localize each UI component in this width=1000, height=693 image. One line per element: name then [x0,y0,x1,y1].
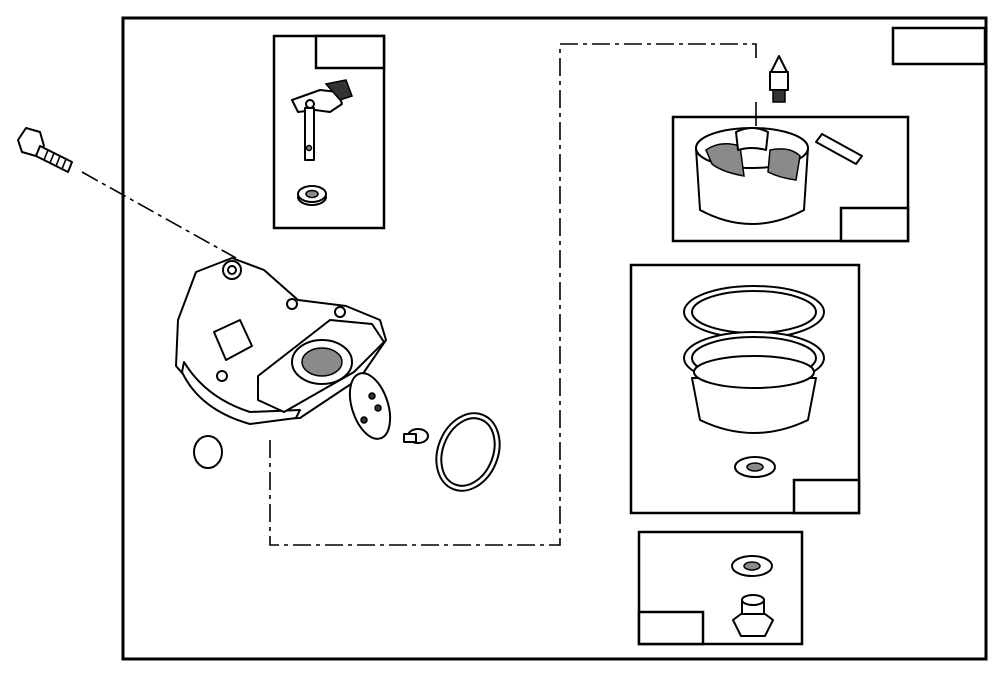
pin-104-icon [815,133,863,165]
float-lever-icon [291,79,353,161]
gasket-617-icon [435,412,501,492]
kit-131-number-box [314,34,386,70]
diaphragm-130-icon [348,372,392,440]
assembly-number-box [891,26,987,66]
washer-634-icon [297,185,327,206]
plug-127-icon [193,435,223,469]
washer-116-icon [734,456,776,478]
kit-133-number-box [839,206,910,243]
kit-955 [637,530,804,646]
kit-133 [671,115,910,243]
kit-975-frame [629,263,861,515]
kit-955-frame [637,530,804,646]
float-bowl-float-icon [695,127,809,225]
assembly-frame [121,16,988,661]
kit-975-number-box [792,478,861,515]
needle-134-icon [769,55,789,103]
bowl-nut-icon [732,594,774,637]
kit-131 [272,34,386,230]
screw-95-icon [403,428,429,444]
kit-975 [629,263,861,515]
kit-133-frame [671,115,910,243]
leader-124 [81,171,237,259]
gasket-137-icon [683,285,825,339]
float-bowl-icon [683,331,825,434]
bolt-124-icon [17,127,73,173]
kit-955-number-box [637,610,705,646]
routing-line [269,43,757,546]
washer-116-icon [731,555,773,577]
carburetor-body-icon [175,257,387,425]
